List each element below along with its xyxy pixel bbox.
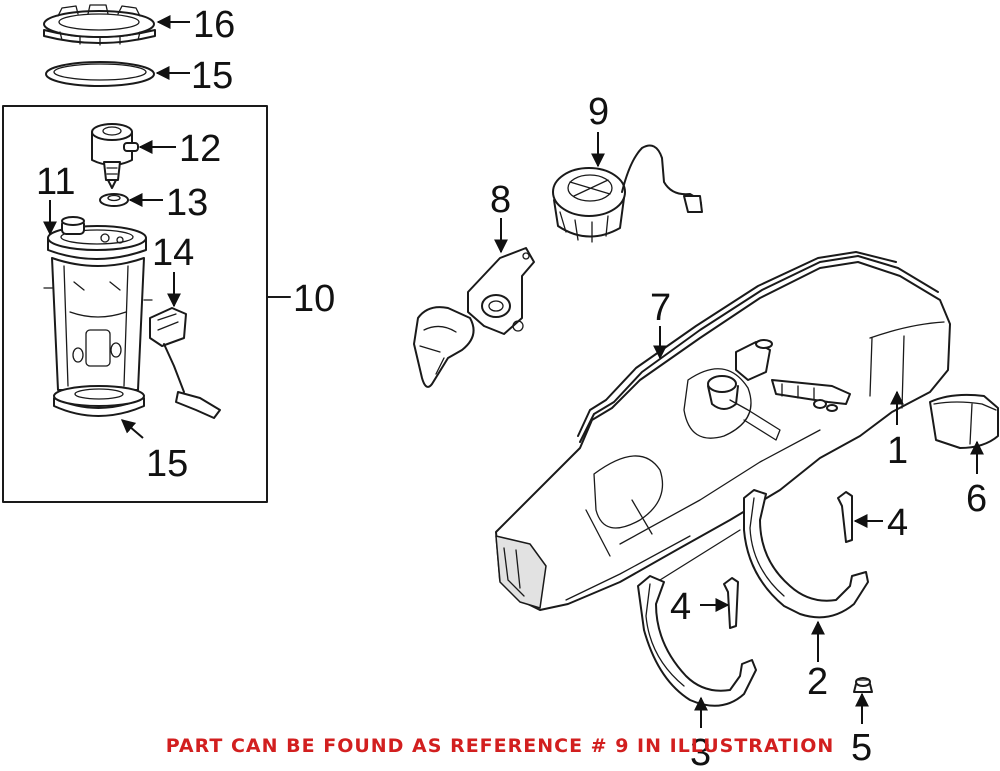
callout-10: 10 (293, 278, 335, 320)
part-1-fuel-tank (495, 255, 951, 611)
callout-14: 14 (152, 232, 194, 274)
assembly-10-box (2, 105, 268, 503)
callout-15-top: 15 (191, 55, 233, 97)
callout-11: 11 (36, 161, 75, 203)
part-3-strap (637, 575, 757, 707)
part-2-strap (743, 489, 869, 619)
callout-16: 16 (193, 4, 235, 46)
callout-7: 7 (650, 287, 671, 329)
callout-15-bottom: 15 (146, 443, 188, 485)
callout-8: 8 (490, 179, 511, 221)
callout-9: 9 (588, 91, 609, 133)
reference-note: PART CAN BE FOUND AS REFERENCE # 9 IN IL… (165, 735, 835, 757)
callout-13: 13 (166, 182, 208, 224)
part-7-strip (577, 251, 897, 437)
callout-numbers: 16 15 12 11 13 14 10 15 9 8 7 1 6 4 4 2 … (36, 4, 987, 771)
part-15-seal-top (45, 61, 155, 87)
callout-4-right: 4 (887, 502, 908, 544)
part-8-filler-neck-housing (413, 247, 535, 388)
part-6-shield (929, 393, 999, 449)
callout-12: 12 (179, 128, 221, 170)
part-16-lock-ring (43, 4, 156, 46)
part-4-bolt-right (837, 491, 853, 543)
callout-5: 5 (851, 727, 872, 769)
callout-1: 1 (887, 430, 908, 472)
part-11-fuel-pump-module (43, 216, 153, 417)
part-13-o-ring (99, 193, 129, 207)
part-4-bolt-left (723, 577, 739, 629)
part-12-regulator (91, 123, 139, 189)
callout-3: 3 (690, 732, 711, 771)
part-14-level-sender (149, 307, 221, 419)
part-9-fuel-cap (552, 144, 703, 243)
callout-2: 2 (807, 661, 828, 703)
part-5-nut (853, 677, 873, 693)
callout-6: 6 (966, 478, 987, 520)
leader-lines (43, 15, 984, 728)
callout-4-left: 4 (670, 586, 691, 628)
